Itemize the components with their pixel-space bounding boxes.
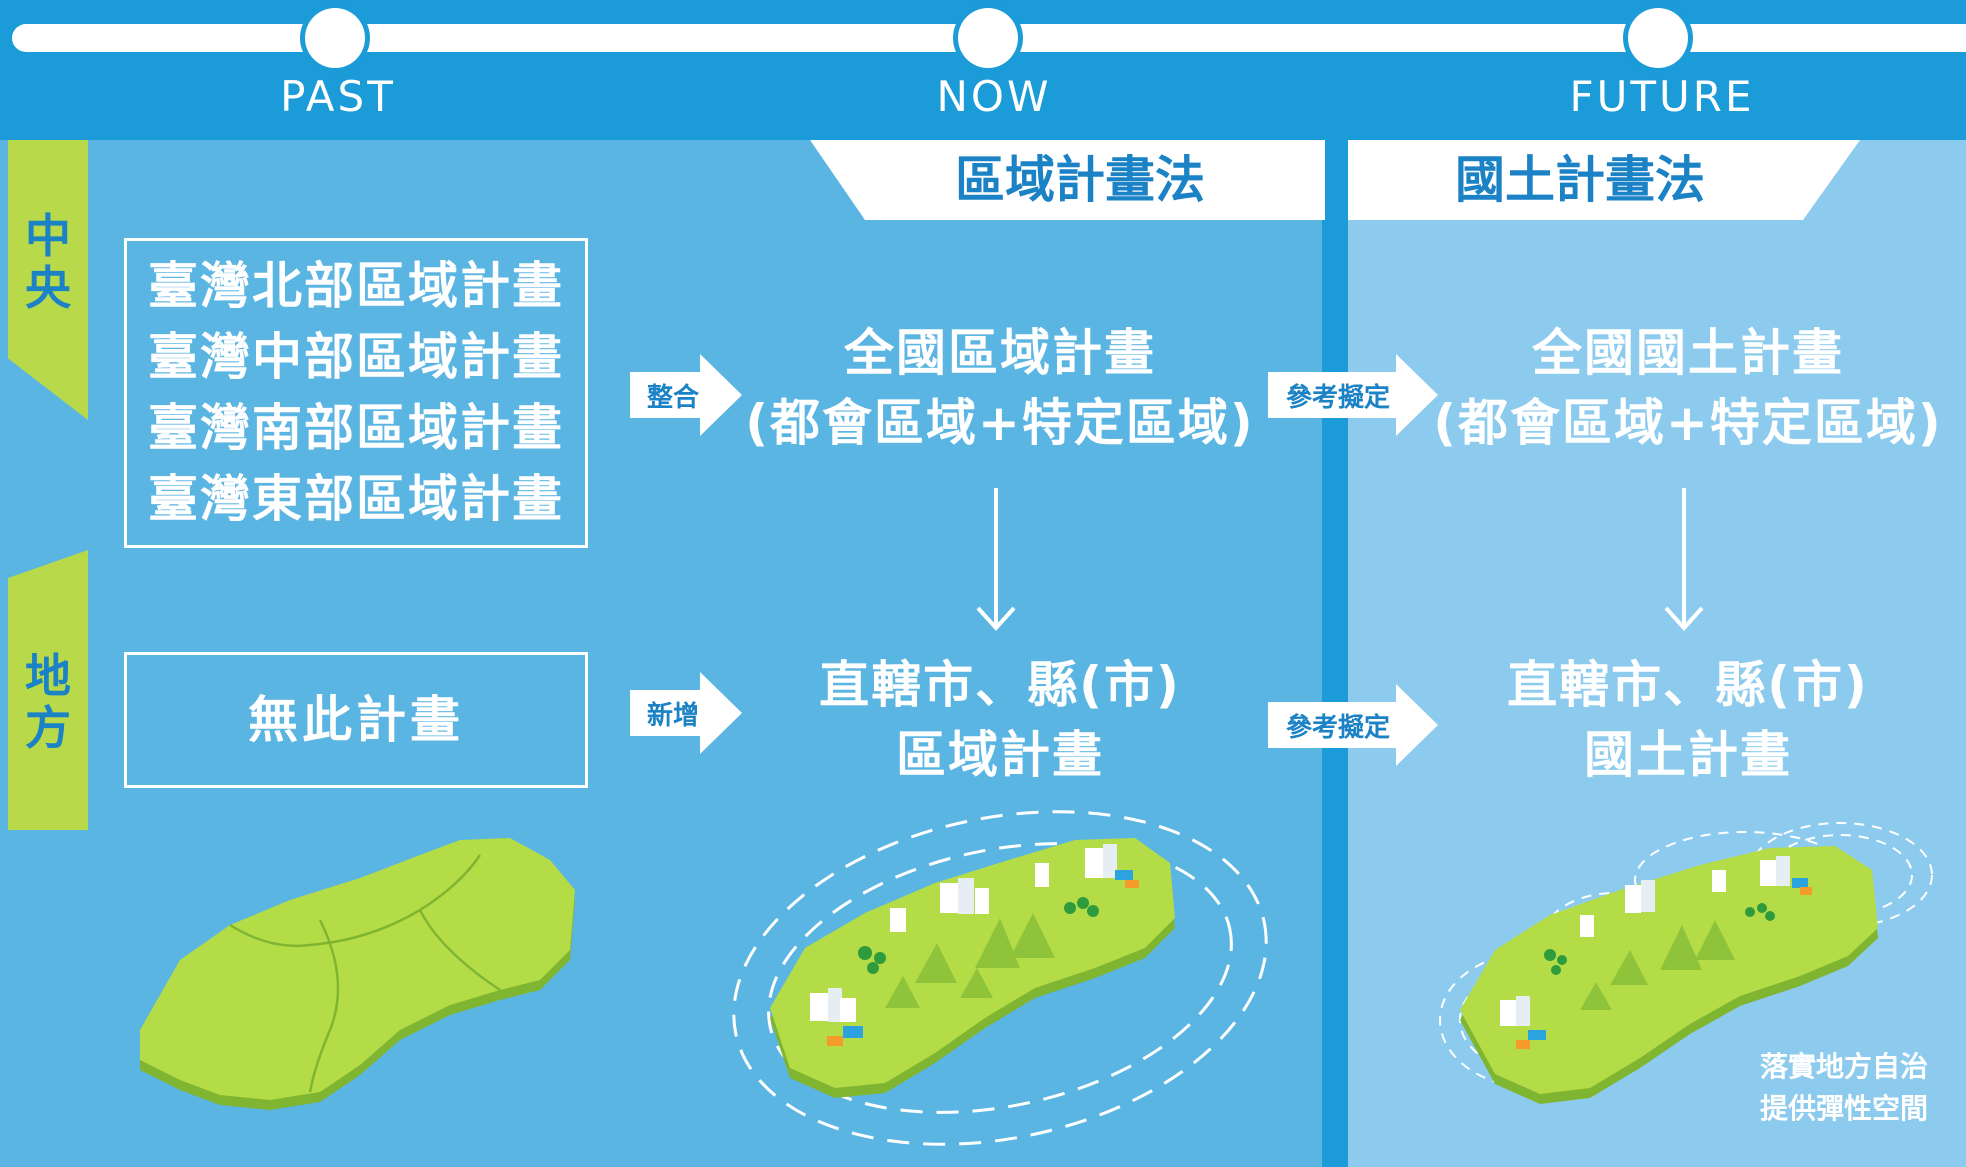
past-plan-south: 臺灣南部區域計畫: [148, 399, 564, 457]
past-plan-central: 臺灣中部區域計畫: [148, 328, 564, 386]
tier-label-central: 中央: [25, 209, 71, 315]
now-local-plan: 直轄市、縣(市) 區域計畫: [720, 650, 1280, 790]
reference-arrow-bottom: 參考擬定: [1268, 684, 1438, 766]
right-arrow-icon: [630, 672, 742, 754]
timeline-header: PAST NOW FUTURE: [0, 0, 1966, 140]
past-plan-east: 臺灣東部區域計畫: [148, 470, 564, 528]
spatial-act-header-shape: [1348, 140, 1860, 220]
now-national-line1: 全國區域計畫: [844, 324, 1156, 382]
panel-divider: [1322, 140, 1348, 1167]
down-arrow-icon-now: [976, 488, 1016, 631]
regional-act-title: 區域計畫法: [955, 151, 1205, 209]
down-arrow-icon-future: [1664, 488, 1704, 631]
future-local-plan: 直轄市、縣(市) 國土計畫: [1408, 650, 1966, 790]
future-note-line2: 提供彈性空間: [1759, 1092, 1928, 1125]
integrate-label: 整合: [646, 382, 699, 413]
right-arrow-icon: [630, 354, 742, 436]
right-arrow-icon: [1268, 354, 1438, 436]
add-label: 新增: [646, 700, 699, 731]
regional-act-header-shape: [810, 140, 1325, 220]
taiwan-map-past: [140, 838, 575, 1110]
spatial-act-title: 國土計畫法: [1455, 151, 1705, 209]
timeline-dot-now: [958, 8, 1018, 68]
future-note: 落實地方自治 提供彈性空間: [1720, 1046, 1928, 1130]
taiwan-map-now: [732, 810, 1268, 1146]
now-national-line2: (都會區域+特定區域): [745, 394, 1255, 452]
tier-label-local: 地方: [25, 649, 71, 755]
now-local-line1: 直轄市、縣(市): [819, 656, 1181, 714]
reference-arrow-top: 參考擬定: [1268, 354, 1438, 436]
right-arrow-icon: [1268, 684, 1438, 766]
reference-label-top: 參考擬定: [1285, 382, 1390, 413]
now-local-line2: 區域計畫: [896, 726, 1104, 784]
now-national-plan: 全國區域計畫 (都會區域+特定區域): [720, 318, 1280, 458]
era-label-future: FUTURE: [1569, 72, 1755, 121]
future-local-line2: 國土計畫: [1584, 726, 1792, 784]
add-arrow: 新增: [630, 672, 742, 754]
era-label-now: NOW: [936, 72, 1052, 121]
past-local-plan-text: 無此計畫: [248, 691, 464, 749]
integrate-arrow: 整合: [630, 354, 742, 436]
future-local-line1: 直轄市、縣(市): [1507, 656, 1869, 714]
reference-label-bottom: 參考擬定: [1285, 712, 1390, 743]
timeline-dot-future: [1628, 8, 1688, 68]
tier-tab-central: 中央: [8, 140, 88, 420]
tier-tab-local: 地方: [8, 550, 88, 830]
future-national-plan: 全國國土計畫 (都會區域+特定區域): [1408, 318, 1966, 458]
timeline-dot-past: [305, 8, 365, 68]
past-local-plan-box: 無此計畫: [124, 652, 588, 788]
past-plan-north: 臺灣北部區域計畫: [148, 257, 564, 315]
future-national-line1: 全國國土計畫: [1532, 324, 1844, 382]
era-label-past: PAST: [280, 72, 396, 121]
past-regional-plans-box: 臺灣北部區域計畫 臺灣中部區域計畫 臺灣南部區域計畫 臺灣東部區域計畫: [124, 238, 588, 548]
taiwan-map-future: [1439, 822, 1933, 1104]
future-note-line1: 落實地方自治: [1759, 1050, 1928, 1083]
future-national-line2: (都會區域+特定區域): [1433, 394, 1943, 452]
